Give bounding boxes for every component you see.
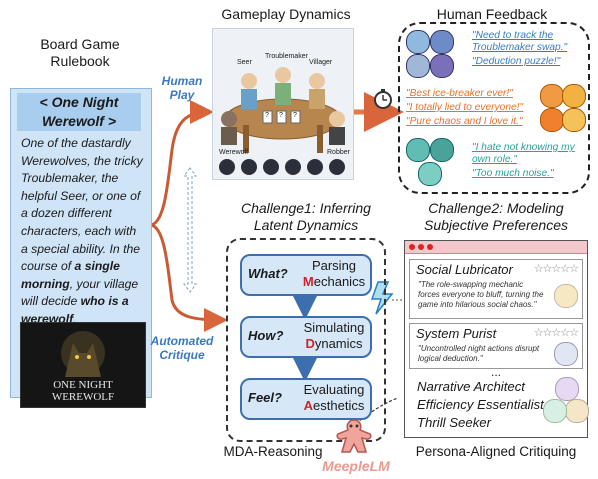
arrow-rulebook-to-mda [149,223,228,332]
persona-quote: "Uncontrolled night actions disrupt logi… [418,344,540,363]
feedback-quote: "Best ice-breaker ever!" [406,88,513,99]
feedback-quote: "I hate not knowing my own role." [472,142,575,165]
card-3: ? [293,112,297,119]
role-robber: Robber [327,149,350,156]
role-werewolf: Werewolf [219,149,249,156]
mda-step-line: Parsing [311,258,357,273]
persona-name: System Purist [416,326,497,341]
mda-step-rest: ynamics [314,336,363,351]
window-titlebar [405,241,587,254]
avatar [406,54,430,78]
persona-card-social-lubricator: Social Lubricator ☆☆☆☆☆ "The role-swappi… [409,259,583,319]
role-seer: Seer [237,59,252,66]
window-dot [418,244,424,250]
feedback-quote: "I totally lied to everyone!" [406,102,524,113]
persona-icon [555,377,579,401]
human-feedback-title: Human Feedback [436,6,548,22]
role-villager: Villager [309,59,333,66]
persona-ellipsis: ... [491,365,502,379]
persona-narrative-architect: Narrative Architect [417,379,525,394]
game-cover-image: ONE NIGHT WEREWOLF [20,322,146,408]
gameplay-title: Gameplay Dynamics [221,6,351,22]
persona-name: Social Lubricator [416,262,513,277]
game-title-banner: < One Night Werewolf > [17,93,141,131]
window-dot [409,244,415,250]
persona-icon [554,284,578,308]
avatar [406,138,430,162]
meeple-icon [334,418,374,454]
mda-caption: MDA-Reasoning [223,444,323,459]
challenge1-title: Challenge1: Inferring Latent Dynamics [241,200,371,233]
feedback-quote: "Deduction puzzle!" [472,56,561,67]
mda-question: Feel? [248,390,282,405]
mda-step-line: Evaluating [303,382,365,397]
human-play-label: Human Play [161,74,203,102]
mda-initial: M [302,274,314,289]
model-name: MeepleLM [322,458,390,474]
avatar [540,84,564,108]
avatar [430,138,454,162]
mda-initial: A [303,398,314,413]
persona-icon [554,342,578,366]
stopwatch-icon [372,88,394,110]
rulebook-text-part: , your village will decide [21,276,139,309]
feedback-quote: "Too much noise." [472,168,554,179]
mda-question: What? [248,266,288,281]
mda-step-rest: esthetics [313,398,365,413]
role-troublemaker: Troublemaker [265,53,308,60]
mda-question: How? [248,328,284,343]
cover-title: ONE NIGHT WEREWOLF [51,379,115,403]
avatar [540,108,564,132]
feedback-quote: "Need to track the Troublemaker swap." [472,30,568,53]
rulebook-text: One of the dastardly Werewolves, the tri… [21,135,145,329]
feedback-quote: "Pure chaos and I love it." [406,116,523,127]
persona-window: Social Lubricator ☆☆☆☆☆ "The role-swappi… [404,240,589,438]
avatar [430,54,454,78]
persona-caption: Persona-Aligned Critiquing [415,444,577,459]
dotted-double-arrow [183,167,197,293]
star-rating: ☆☆☆☆☆ [533,263,579,275]
avatar [562,84,586,108]
mda-step-rest: echanics [313,274,366,289]
challenge2-title: Challenge2: Modeling Subjective Preferen… [424,200,568,233]
persona-efficiency-essentialist: Efficiency Essentialist [417,397,544,412]
persona-icon [543,399,567,423]
avatar [430,30,454,54]
avatar [562,108,586,132]
card-1: ? [265,112,269,119]
rulebook-text-part: One of the dastardly Werewolves, the tri… [21,136,143,274]
persona-quote: "The role-swapping mechanic forces every… [418,280,544,309]
rulebook-title: Board Game Rulebook [40,36,120,69]
rulebook-text-part: . [73,311,77,326]
avatar [418,162,442,186]
game-title: < One Night Werewolf > [39,94,119,129]
human-feedback-box: "Need to track the Troublemaker swap." "… [398,22,590,194]
persona-thrill-seeker: Thrill Seeker [417,415,492,430]
arrow-rulebook-to-gameplay [149,100,214,227]
gameplay-illustration: Seer Troublemaker Villager Werewolf Robb… [212,28,354,180]
mda-initial: D [305,336,315,351]
mda-step-line: Simulating [303,320,365,335]
persona-card-system-purist: System Purist ☆☆☆☆☆ "Uncontrolled night … [409,323,583,369]
persona-icon [565,399,589,423]
card-2: ? [279,112,283,119]
automated-critique-label: Automated Critique [150,334,214,362]
avatar [406,30,430,54]
star-rating: ☆☆☆☆☆ [533,327,579,339]
rulebook-text-bold: a single morning [21,259,120,291]
window-dot [427,244,433,250]
